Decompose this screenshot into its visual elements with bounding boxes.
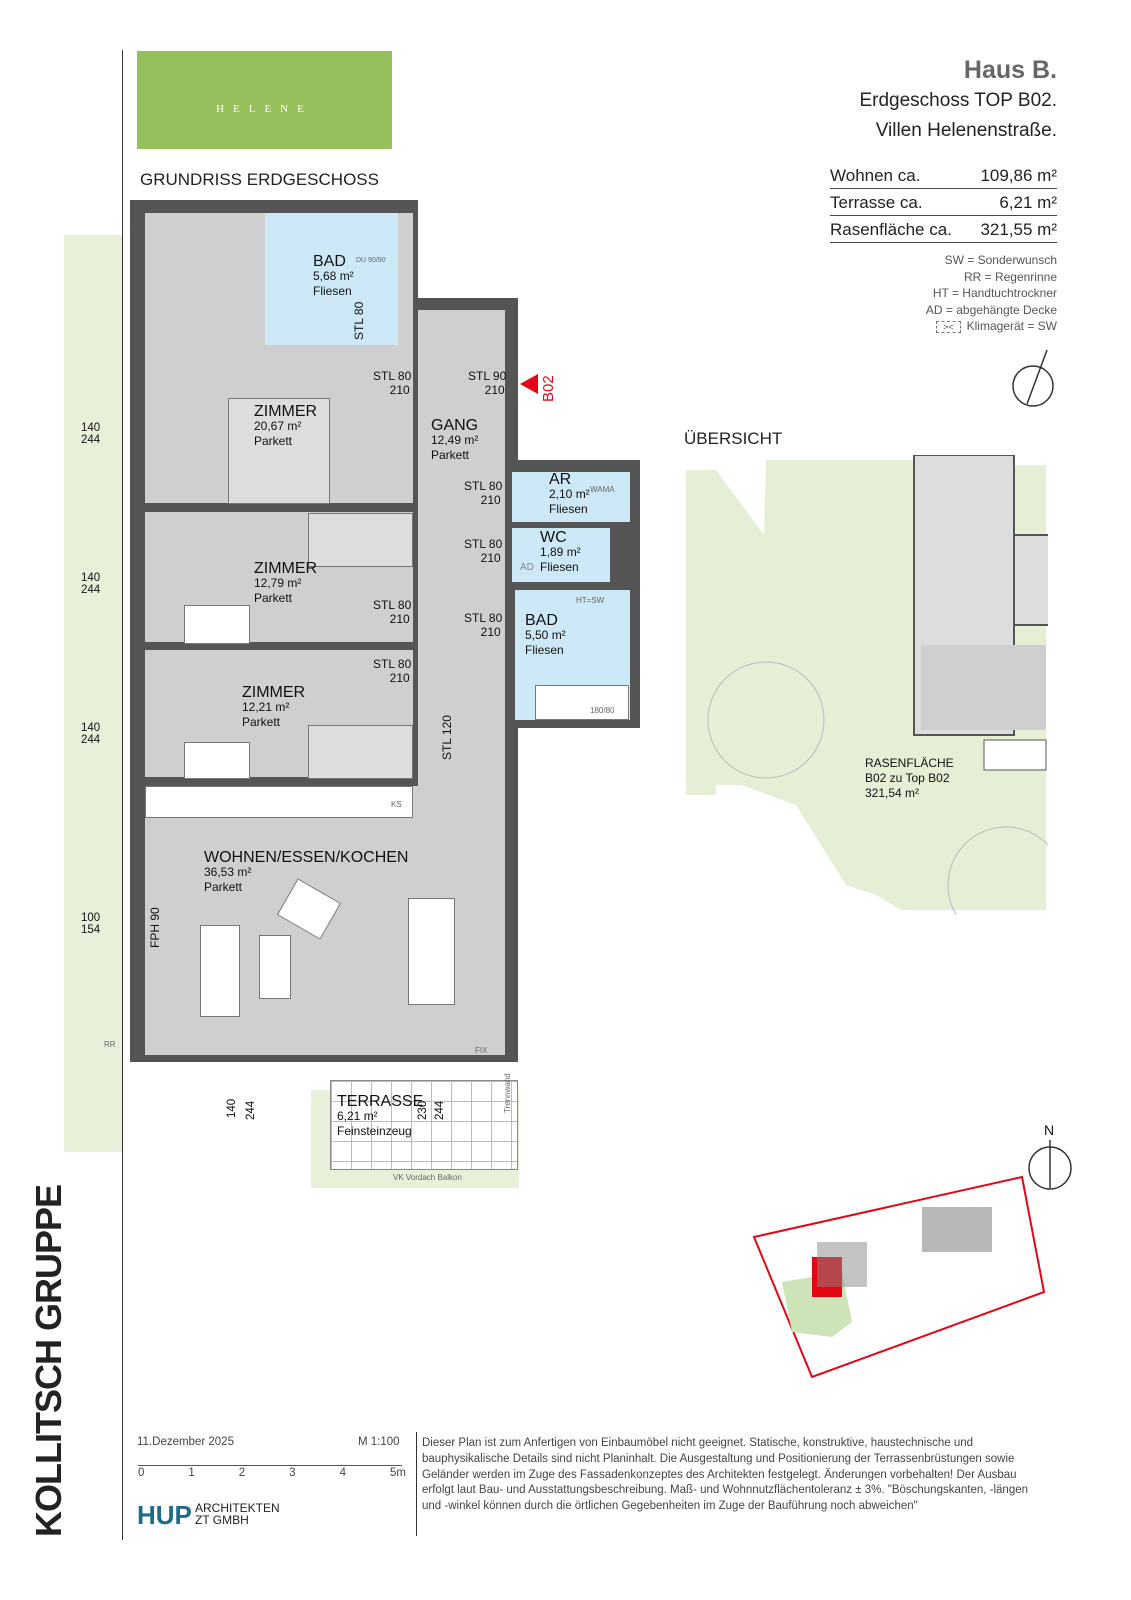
terrace-dim: 244 — [434, 1100, 446, 1120]
terrace — [330, 1080, 518, 1170]
unit-title: Erdgeschoss TOP B02. — [859, 90, 1057, 111]
legend-item: RR = Regenrinne — [963, 269, 1057, 284]
door-label: STL 80 210 — [464, 611, 503, 639]
terrace-dim: 244 — [245, 1100, 257, 1120]
site-plan — [752, 1175, 1046, 1379]
disclaimer: Dieser Plan ist zum Anfertigen von Einba… — [422, 1437, 1029, 1513]
bed — [308, 513, 413, 567]
desk — [184, 605, 250, 644]
north-arrow-icon — [1028, 1140, 1072, 1190]
door-label: STL 120 — [440, 715, 454, 760]
legend: SW = Sonderwunsch RR = Regenrinne HT = H… — [926, 252, 1057, 336]
note-vordach: VK Vordach Balkon — [393, 1173, 462, 1182]
kitchen-counter — [145, 786, 413, 818]
note-rr: RR — [104, 1040, 116, 1049]
note-ht: HT=SW — [576, 596, 605, 605]
legend-item: SW = Sonderwunsch — [944, 253, 1057, 267]
plan-date: 11.Dezember 2025 — [137, 1436, 234, 1448]
note-dusche: DU 90/90 — [356, 257, 386, 264]
door-label: STL 80 — [352, 301, 366, 340]
door-label: STL 80 210 — [464, 479, 503, 507]
entry-arrow-icon — [520, 374, 538, 394]
footer-divider — [416, 1432, 417, 1536]
entry-marker: B02 — [540, 375, 557, 402]
door-label: STL 80 210 — [373, 598, 412, 626]
desk — [184, 742, 250, 779]
note-fix: FIX — [475, 1046, 488, 1055]
house-title: Haus B. — [963, 56, 1057, 84]
room-bad-1 — [265, 213, 398, 345]
note-trennwand: Trennwand — [503, 1073, 512, 1113]
note-ks: KS — [391, 800, 402, 809]
area-row-wohnen: Wohnen ca.109,86 m² — [830, 163, 1057, 189]
note-wama: WAMA — [590, 485, 615, 494]
bathtub — [535, 685, 629, 720]
helene-logo: HELENE — [137, 51, 392, 149]
hup-logo: HUP — [137, 1500, 192, 1530]
plan-title: GRUNDRISS ERDGESCHOSS — [140, 170, 379, 189]
coffee-table — [259, 935, 291, 999]
door-label: STL 80 210 — [464, 537, 503, 565]
area-row-rasen: Rasenfläche ca.321,55 m² — [830, 217, 1057, 243]
north-arrow-icon — [1012, 349, 1054, 407]
note-tub: 180/80 — [590, 706, 615, 715]
area-table: Wohnen ca.109,86 m² Terrasse ca.6,21 m² … — [830, 163, 1057, 244]
door-label: STL 80 210 — [373, 657, 412, 685]
note-ad: AD — [520, 562, 534, 573]
terrace-dim: 230 — [417, 1100, 429, 1120]
room-wc — [512, 528, 610, 582]
bed — [308, 725, 413, 779]
room-ar — [512, 472, 630, 522]
divider-line — [122, 50, 123, 1540]
overview-title: ÜBERSICHT — [684, 429, 783, 448]
lawn-strip — [64, 235, 122, 1152]
plan-scale: M 1:100 — [358, 1436, 400, 1448]
bed — [228, 398, 330, 504]
area-row-terrasse: Terrasse ca.6,21 m² — [830, 190, 1057, 216]
legend-item: ><Klimagerät = SW — [926, 318, 1057, 336]
legend-item: AD = abgehängte Decke — [925, 302, 1057, 317]
door-label: STL 90 210 — [468, 369, 507, 397]
dining-table — [408, 898, 455, 1005]
door-label: FPH 90 — [148, 907, 162, 948]
kollitsch-logo: KOLLITSCH GRUPPE — [28, 1184, 69, 1537]
scale-bar — [138, 1455, 402, 1466]
door-label: STL 80 210 — [373, 369, 412, 397]
sofa — [200, 925, 240, 1017]
project-title: Villen Helenenstraße. — [875, 120, 1057, 141]
north-label: N — [1044, 1122, 1055, 1138]
legend-item: HT = Handtuchtrockner — [932, 286, 1057, 300]
terrace-dim: 140 — [226, 1098, 238, 1118]
klima-icon: >< — [936, 321, 961, 333]
overview-map — [686, 455, 1048, 915]
